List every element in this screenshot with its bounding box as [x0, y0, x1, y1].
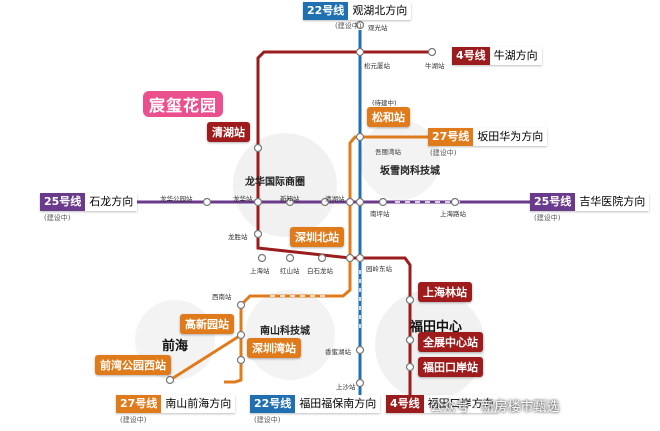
- dot-longhua-park: [202, 197, 212, 207]
- dot-shenzhenwan: [236, 355, 246, 365]
- dot-hub-25-22: [355, 197, 365, 207]
- dot-xinzhi: [285, 197, 295, 207]
- line-number: 27号线: [428, 128, 474, 146]
- line-number: 25号线: [530, 193, 576, 211]
- dot-songhe: [355, 132, 365, 142]
- tag-line22-south: 22号线 福田福保南方向: [250, 395, 381, 413]
- label-songyuanxia: 松元厦站: [364, 62, 390, 70]
- dot-shanghai-ld: [450, 197, 460, 207]
- line-number: 4号线: [386, 395, 424, 413]
- label-nanping: 南坪站: [370, 210, 390, 218]
- direction: 牛湖方向: [489, 47, 542, 65]
- watermark: 公众号 · 新房楼市甄选: [430, 400, 560, 415]
- area-longhua: 龙华国际商圈: [245, 177, 305, 188]
- construction-note: (建设中): [335, 22, 362, 30]
- pill-shenzhenwan: 深圳湾站: [247, 338, 301, 358]
- tag-line4-north: 4号线 牛湖方向: [452, 47, 542, 65]
- dot-xiangmi: [355, 345, 365, 355]
- label-xinzhi: 新知站: [280, 195, 300, 203]
- label-songhe-note: (待建中): [372, 99, 397, 107]
- dot-qinghu: [253, 143, 263, 153]
- line-number: 25号线: [40, 193, 86, 211]
- dot-quanzhan: [405, 335, 415, 345]
- area-nanshan: 南山科技城: [260, 326, 310, 337]
- tag-line22-north: 22号线 观湖北方向: [303, 2, 412, 20]
- area-qianhai: 前海: [162, 339, 189, 354]
- pill-shanghailin: 上海林站: [418, 282, 472, 302]
- tag-line27-south: 27号线 南山前海方向: [116, 395, 236, 413]
- brand-label: 宸玺花园: [143, 91, 224, 117]
- construction-note: (建设中): [534, 214, 561, 222]
- label-qinghu-small: 清湖站: [325, 195, 345, 203]
- dot-guanguang: [355, 20, 365, 30]
- line-number: 27号线: [116, 395, 162, 413]
- label-shanghai-ld: 上海路站: [440, 210, 466, 218]
- dot-shangsha: [355, 378, 365, 388]
- label-niuhu: 牛湖站: [425, 62, 445, 70]
- dot-szn-1: [345, 253, 355, 263]
- construction-note: (建设中): [44, 214, 71, 222]
- line-number: 22号线: [303, 2, 349, 20]
- direction: 石龙方向: [85, 193, 138, 211]
- label-shennan: 西南站: [212, 293, 232, 301]
- dot-hub-center: [345, 197, 355, 207]
- label-shangsha: 上沙站: [336, 383, 356, 391]
- direction: 福田福保南方向: [295, 395, 381, 413]
- tag-line25-west: 25号线 石龙方向: [40, 193, 138, 211]
- direction: 吉华医院方向: [575, 193, 650, 211]
- construction-note: (建设中): [254, 416, 281, 424]
- dot-niuhu: [427, 47, 437, 57]
- station-dots: [165, 20, 460, 388]
- dot-shanghai2: [257, 253, 267, 263]
- pill-songhe: 松和站: [367, 107, 410, 127]
- dot-longhua: [253, 197, 263, 207]
- line-number: 4号线: [452, 47, 490, 65]
- dot-futian-port: [405, 362, 415, 372]
- line-number: 22号线: [250, 395, 296, 413]
- dot-nanping: [378, 197, 388, 207]
- dot-shennan: [236, 300, 246, 310]
- pill-quanzhan: 全展中心站: [418, 332, 483, 352]
- pill-shenzhen-north: 深圳北站: [290, 227, 344, 247]
- area-bantian: 坂雪岗科技城: [380, 166, 440, 177]
- label-shanghai2: 上海站: [250, 267, 270, 275]
- dot-qinghu2: [320, 197, 330, 207]
- dot-songyuanxia: [355, 47, 365, 57]
- dot-longsheng: [253, 229, 263, 239]
- tag-line27-east: 27号线 坂田华为方向: [428, 128, 548, 146]
- dot-baishilong: [317, 253, 327, 263]
- dot-gaoxinyuan: [236, 330, 246, 340]
- label-hongshan: 红山站: [280, 267, 300, 275]
- construction-note: (建设中): [430, 149, 457, 157]
- label-longsheng: 龙胜站: [228, 233, 248, 241]
- dot-hongshan: [285, 253, 295, 263]
- dot-szn-2: [355, 253, 365, 263]
- pill-qinghu: 清湖站: [207, 122, 250, 142]
- area-circle-bantian: [360, 120, 440, 200]
- label-wuling: 吾丽湾站: [375, 148, 401, 156]
- direction: 南山前海方向: [161, 395, 236, 413]
- direction: 坂田华为方向: [473, 128, 548, 146]
- area-futian: 福田中心: [410, 320, 463, 335]
- pill-qianwan: 前湾公园西站: [95, 355, 171, 375]
- line-27: [224, 135, 428, 384]
- label-yuanling: 园岭东站: [366, 265, 392, 273]
- direction: 福田口岸方向: [423, 395, 498, 413]
- direction: 观湖北方向: [348, 2, 412, 20]
- construction-note: (建设中): [120, 416, 147, 424]
- label-baishilong: 白石龙站: [307, 267, 333, 275]
- dot-shanghailin: [405, 295, 415, 305]
- line-27-spur: [169, 333, 242, 382]
- label-xiangmi: 香蜜湖站: [325, 348, 351, 356]
- line-4: [256, 50, 432, 402]
- pill-futian-port: 福田口岸站: [418, 357, 483, 377]
- label-longhua: 龙华站: [233, 195, 253, 203]
- dot-qianwan: [165, 375, 175, 385]
- pill-gaoxinyuan: 高新园站: [180, 314, 234, 334]
- tag-line25-east: 25号线 吉华医院方向: [530, 193, 650, 211]
- label-guanguang: 观光站: [368, 24, 388, 32]
- tag-line4-south: 4号线 福田口岸方向: [386, 395, 498, 413]
- label-longhua-park: 龙华公园站: [160, 195, 193, 203]
